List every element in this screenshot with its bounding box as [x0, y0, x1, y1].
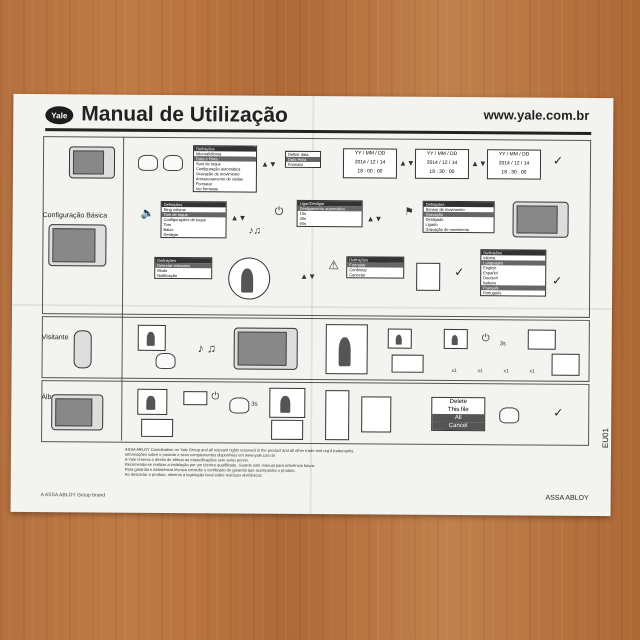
counter-label: x1	[529, 368, 535, 375]
visitor-thumbnail	[387, 328, 412, 349]
monitor-off-icon	[527, 329, 556, 350]
counter-label: x1	[451, 367, 457, 375]
film-strip-icon	[325, 390, 350, 441]
delete-menu: Delete This file All Cancel	[431, 396, 486, 432]
language-menu: Definições Idioma Languages English Espa…	[480, 249, 547, 297]
website-url: www.yale.com.br	[483, 107, 590, 123]
door-scene	[325, 324, 368, 375]
sd-card-icon	[416, 262, 441, 291]
counter-label: x1	[503, 368, 509, 375]
album-photo-large	[269, 387, 306, 418]
confirm-check-icon: ✓	[552, 273, 563, 288]
visitor-photo	[137, 324, 166, 351]
format-menu: Definições Formatar Confirmar Cancelar	[346, 256, 405, 279]
hand-press-icon	[155, 352, 176, 370]
video-recording-icon	[391, 354, 424, 373]
visitor-thumbnail	[443, 328, 468, 350]
settings-menu: Definições Idioma/Idioma Data e Hora Som…	[192, 145, 258, 193]
doorbell-device	[73, 330, 92, 369]
motion-menu: Definições Sensor de movimento Gravação …	[422, 200, 495, 234]
autoconf-menu: Definições Detectar visitantes Modo Noti…	[154, 256, 213, 280]
monitor-device-album	[51, 394, 104, 431]
hand-press-icon	[499, 407, 520, 424]
album-photo	[137, 388, 168, 415]
speaker-icon: 🔈	[140, 207, 155, 220]
power-menu: Ligar/Desligar Desligamento automático 1…	[296, 199, 363, 228]
nav-arrows-icon: ▲▼	[398, 158, 415, 168]
hand-press-icon	[137, 154, 159, 171]
ring-menu: Definições Ring volume Tom de toque Conf…	[160, 200, 227, 239]
warning-icon: ⚠	[328, 258, 340, 273]
visitor-label: Visitante	[41, 334, 69, 342]
footer-notes: ASSA ABLOY Coordination on Yale Group an…	[124, 446, 355, 478]
hand-press-icon	[162, 154, 184, 172]
assa-abloy-brand: ASSA ABLOY	[545, 494, 589, 502]
music-note-icon: ♪♫	[248, 225, 262, 237]
video-thumbnail	[271, 419, 304, 440]
power-icon: ⏻	[274, 205, 284, 218]
nav-arrows-icon: ▲▼	[366, 214, 383, 224]
monitor-device-config	[48, 224, 107, 267]
manual-sheet: Yale Manual de Utilização www.yale.com.b…	[10, 93, 614, 517]
header-rule	[45, 128, 592, 135]
nav-arrows-icon: ▲▼	[230, 213, 247, 223]
page-title: Manual de Utilização	[81, 102, 288, 127]
power-icon: ⏻	[211, 391, 220, 403]
nav-arrows-icon: ▲▼	[300, 271, 317, 282]
zoom-detail-icon	[228, 257, 271, 300]
hand-press-icon	[229, 397, 250, 414]
music-note-icon: ♪ ♫	[197, 341, 217, 356]
group-brand-text: A ASSA ABLOY Group brand	[40, 492, 106, 499]
monitor-device-top	[68, 146, 116, 179]
motion-icon: ⚑	[404, 206, 414, 218]
power-icon: ⏻	[481, 333, 490, 345]
monitor-device-motion	[512, 201, 569, 238]
film-strip-icon	[551, 353, 580, 376]
monitor-device-visitor	[233, 327, 298, 370]
config-label: Configuração Básica	[42, 212, 108, 220]
time-label: 3s	[499, 341, 507, 348]
yale-logo: Yale	[45, 106, 74, 125]
trash-sd-icon	[361, 396, 392, 433]
confirm-check-icon: ✓	[552, 153, 564, 168]
album-thumbnail	[183, 391, 208, 406]
video-playback-icon	[141, 418, 174, 438]
confirm-check-icon: ✓	[553, 405, 564, 420]
counter-label: x1	[477, 368, 483, 375]
nav-arrows-icon: ▲▼	[260, 159, 277, 169]
date-menu: Definir data Data Hora Formato	[284, 150, 322, 169]
confirm-check-icon: ✓	[454, 264, 465, 280]
seconds-label: 3s	[251, 401, 258, 408]
document-code: EU01	[601, 428, 611, 449]
nav-arrows-icon: ▲▼	[470, 159, 487, 169]
